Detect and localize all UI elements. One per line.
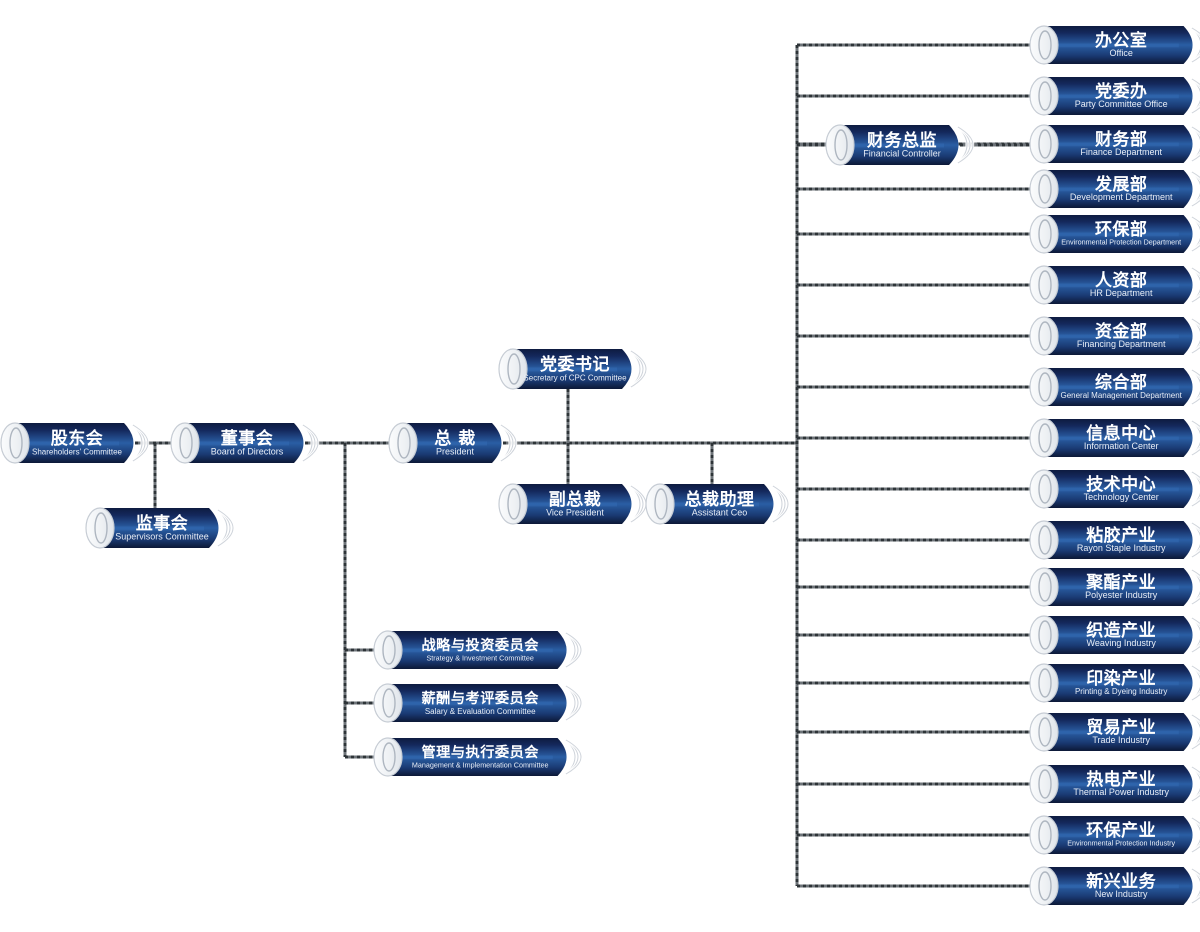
- node-label-en: Technology Center: [1084, 492, 1159, 502]
- node-label-en: Financing Department: [1077, 339, 1166, 349]
- node-label-en: General Management Department: [1060, 391, 1182, 400]
- node-label-en: Polyester Industry: [1085, 590, 1158, 600]
- node-label-en: Weaving Industry: [1087, 638, 1157, 648]
- node-label-cn: 人资部: [1095, 270, 1148, 291]
- node-label-en: President: [436, 447, 475, 457]
- node-label-en: Environmental Protection Industry: [1067, 839, 1175, 848]
- node-label-en: Thermal Power Industry: [1073, 787, 1169, 797]
- node-label-cn: 管理与执行委员会: [421, 744, 539, 761]
- node-label-en: Development Department: [1070, 192, 1173, 202]
- node-label-cn: 聚酯产业: [1085, 572, 1156, 593]
- node-label-en: Party Committee Office: [1075, 99, 1168, 109]
- node-label-cn: 织造产业: [1086, 620, 1156, 641]
- node-label-cn: 股东会: [51, 428, 104, 449]
- node-label-cn: 党委办: [1095, 81, 1148, 102]
- node-label-cn: 资金部: [1095, 321, 1148, 342]
- node-label-cn: 总裁助理: [685, 489, 755, 510]
- node-label-en: Supervisors Committee: [115, 532, 209, 542]
- node-label-en: Management & Implementation Committee: [412, 761, 549, 770]
- node-label-en: Finance Department: [1080, 147, 1162, 157]
- node-label-en: Board of Directors: [211, 447, 284, 457]
- node-label-cn: 环保产业: [1086, 820, 1156, 841]
- node-label-cn: 发展部: [1094, 174, 1148, 195]
- node-label-cn: 总 裁: [434, 428, 475, 449]
- node-label-cn: 新兴业务: [1086, 871, 1156, 892]
- node-label-en: Secretary of CPC Committee: [523, 373, 627, 382]
- node-label-cn: 贸易产业: [1086, 717, 1156, 738]
- node-label-cn: 办公室: [1095, 30, 1148, 51]
- node-label-cn: 综合部: [1095, 372, 1148, 393]
- node-label-en: Vice President: [546, 508, 604, 518]
- node-label-cn: 信息中心: [1086, 423, 1156, 444]
- node-label-en: HR Department: [1090, 288, 1153, 298]
- node-label-en: Printing & Dyeing Industry: [1075, 687, 1168, 696]
- node-label-cn: 财务总监: [866, 130, 937, 151]
- node-label-en: Shareholders' Committee: [32, 447, 123, 456]
- node-label-cn: 监事会: [136, 513, 189, 534]
- connector-lines: [135, 43, 1034, 888]
- node-label-en: Trade Industry: [1092, 735, 1150, 745]
- node-label-en: Rayon Staple Industry: [1077, 543, 1166, 553]
- node-label-en: Information Center: [1084, 441, 1159, 451]
- node-label-cn: 党委书记: [540, 354, 610, 375]
- node-label-cn: 技术中心: [1086, 474, 1156, 495]
- node-label-cn: 战略与投资委员会: [421, 637, 539, 654]
- node-label-en: Environmental Protection Department: [1061, 238, 1181, 247]
- node-label-cn: 副总裁: [549, 489, 602, 510]
- node-label-en: New Industry: [1095, 889, 1148, 899]
- node-label-cn: 热电产业: [1086, 769, 1156, 790]
- node-label-en: Assistant Ceo: [692, 508, 748, 518]
- node-label-cn: 环保部: [1095, 219, 1148, 240]
- node-label-cn: 财务部: [1094, 129, 1148, 150]
- node-label-en: Financial Controller: [863, 149, 941, 159]
- node-label-cn: 粘胶产业: [1086, 525, 1156, 546]
- node-label-en: Strategy & Investment Committee: [426, 654, 533, 663]
- node-label-en: Salary & Evaluation Committee: [425, 707, 536, 716]
- node-label-cn: 董事会: [221, 428, 274, 449]
- node-label-cn: 薪酬与考评委员会: [421, 690, 539, 707]
- node-label-en: Office: [1110, 48, 1133, 58]
- node-label-cn: 印染产业: [1086, 668, 1156, 689]
